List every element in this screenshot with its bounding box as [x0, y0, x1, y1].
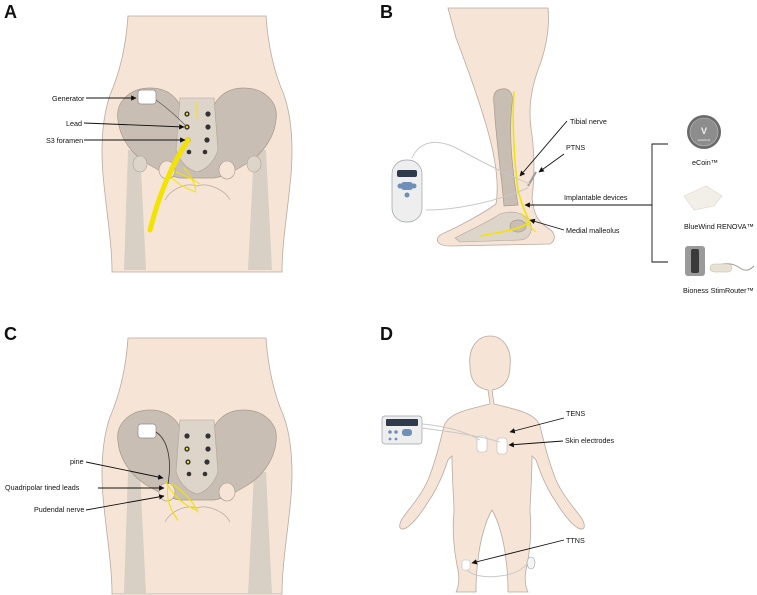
- skin-electrode-right: [496, 437, 508, 455]
- label-s3-foramen: S3 foramen: [46, 136, 83, 145]
- panel-b-foot-bones: [454, 211, 532, 243]
- panel-d-human: [399, 335, 585, 593]
- label-pine: pine: [70, 457, 84, 466]
- ecoin-logo-letter: V: [701, 126, 707, 136]
- panel-c-lead: [155, 431, 170, 485]
- panel-a-letter: A: [4, 2, 17, 22]
- label-implantable-devices: Implantable devices: [564, 193, 628, 202]
- panel-c-generator: [137, 423, 157, 439]
- tens-device: [381, 415, 423, 445]
- label-quadripolar-tined-leads: Quadripolar tined leads: [5, 483, 80, 492]
- panel-a-nerve: [147, 137, 191, 233]
- panel-a-femur-right: [248, 150, 272, 270]
- panel-b-ptns-device: [391, 159, 423, 223]
- label-tibial-nerve: Tibial nerve: [570, 117, 607, 126]
- panel-b-device-bracket: [651, 143, 668, 263]
- bluewind-device: [683, 185, 723, 211]
- label-tens: TENS: [566, 409, 585, 418]
- ecoin-logo-text: VALENCIA: [698, 138, 711, 142]
- ecoin-device: V VALENCIA: [687, 115, 721, 149]
- panel-d-letter: D: [380, 324, 393, 344]
- bioness-device: [685, 246, 755, 276]
- panel-c-sacrum: [175, 419, 219, 495]
- label-ttns: TTNS: [566, 536, 585, 545]
- panel-d: D TENS Skin electrodes TTNS: [380, 324, 615, 593]
- panel-c: C pine Quadripolar tined leads Pudendal …: [4, 324, 293, 595]
- label-bioness: Bioness StimRouter™: [683, 286, 754, 295]
- panel-a: A Generator L: [4, 2, 293, 273]
- panel-c-letter: C: [4, 324, 17, 344]
- label-ecoin: eCoin™: [692, 158, 718, 167]
- panel-a-generator: [137, 89, 157, 105]
- label-skin-electrodes: Skin electrodes: [565, 436, 615, 445]
- panel-b-tibial-nerve: [479, 91, 532, 237]
- label-generator: Generator: [52, 94, 85, 103]
- label-lead: Lead: [66, 119, 82, 128]
- label-bluewind: BlueWind RENOVA™: [684, 222, 754, 231]
- panel-b-letter: B: [380, 2, 393, 22]
- label-ptns: PTNS: [566, 143, 585, 152]
- panel-c-pudendal-nerve: [165, 481, 199, 521]
- label-pudendal-nerve: Pudendal nerve: [34, 505, 84, 514]
- panel-a-femur-left: [124, 150, 146, 270]
- label-medial-malleolus: Medial malleolus: [566, 226, 620, 235]
- ttns-device: [526, 556, 536, 570]
- panel-b: B Tibial nerve PTNS Implantable devices: [380, 2, 755, 295]
